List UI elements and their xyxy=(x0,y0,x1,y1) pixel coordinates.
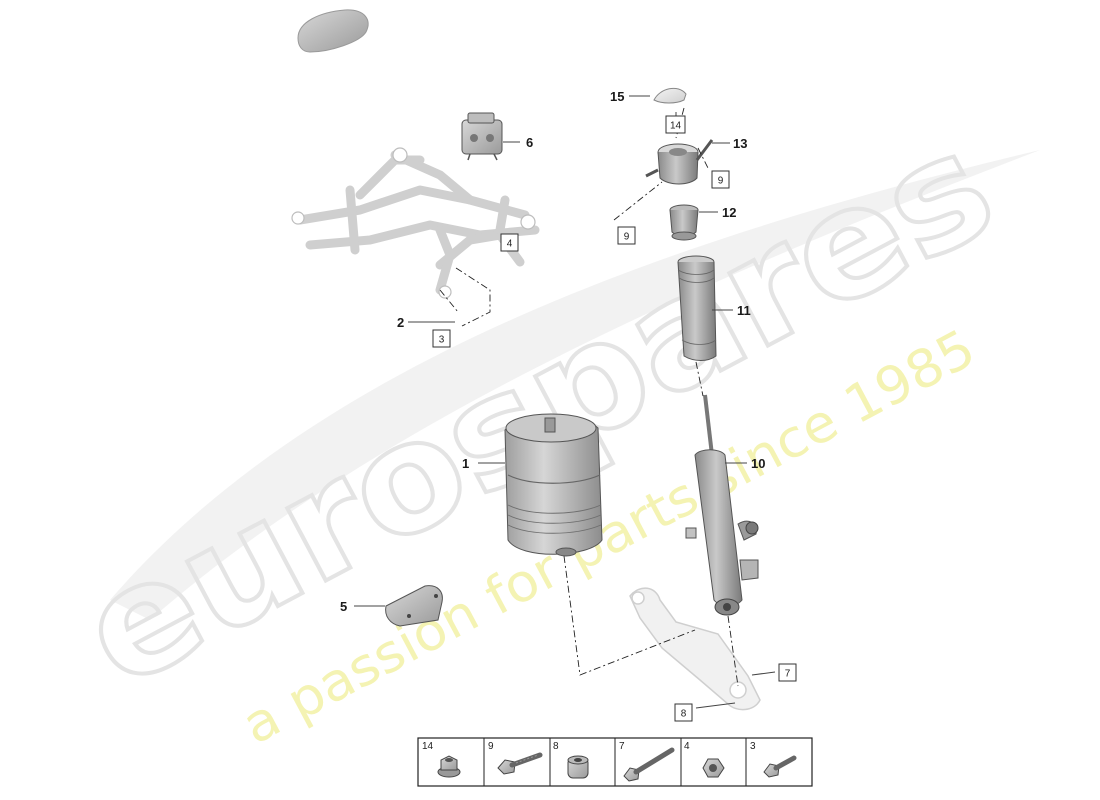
lower-control-arm xyxy=(629,587,761,711)
car-silhouette-icon xyxy=(297,9,369,53)
callout-15[interactable]: 15 xyxy=(610,89,624,104)
rear-subframe xyxy=(295,150,540,295)
part-10-shock-absorber[interactable] xyxy=(685,394,759,616)
svg-text:9: 9 xyxy=(718,176,724,187)
part-6-valve-block[interactable] xyxy=(461,112,503,161)
svg-text:8: 8 xyxy=(553,741,559,752)
leader-lines xyxy=(354,95,776,709)
callout-13[interactable]: 13 xyxy=(733,136,747,151)
ref-box-4[interactable]: 4 xyxy=(500,233,519,252)
svg-text:9: 9 xyxy=(488,741,494,752)
fastener-table: 14 9 8 7 xyxy=(417,737,813,787)
svg-text:14: 14 xyxy=(670,121,682,132)
svg-text:3: 3 xyxy=(439,335,445,346)
callout-10[interactable]: 10 xyxy=(751,456,765,471)
callout-5[interactable]: 5 xyxy=(340,599,347,614)
svg-text:8: 8 xyxy=(681,709,687,720)
svg-text:4: 4 xyxy=(684,741,690,752)
callouts: 1 2 5 6 10 11 12 13 15 xyxy=(340,89,765,614)
part-1-air-spring[interactable] xyxy=(504,413,603,557)
fastener-cell-3[interactable]: 3 xyxy=(750,741,797,778)
svg-text:9: 9 xyxy=(624,232,630,243)
ref-box-14[interactable]: 14 xyxy=(665,115,686,134)
callout-12[interactable]: 12 xyxy=(722,205,736,220)
fastener-cell-7[interactable]: 7 xyxy=(619,741,675,782)
part-12-bump-stop[interactable] xyxy=(669,204,699,241)
callout-11[interactable]: 11 xyxy=(737,303,751,318)
fastener-cell-14[interactable]: 14 xyxy=(422,741,461,778)
hex-bolt-icon xyxy=(497,752,543,775)
callout-1[interactable]: 1 xyxy=(462,456,469,471)
ref-box-9-left[interactable]: 9 xyxy=(617,226,636,245)
ref-boxes: 3 4 7 8 9 9 14 xyxy=(432,115,797,722)
assembly-lines xyxy=(439,107,739,687)
fastener-cell-8[interactable]: 8 xyxy=(553,741,589,779)
svg-text:7: 7 xyxy=(619,741,625,752)
hex-nut-icon xyxy=(702,758,725,778)
ref-box-9-right[interactable]: 9 xyxy=(711,170,730,189)
fastener-cell-9[interactable]: 9 xyxy=(488,741,543,775)
callout-6[interactable]: 6 xyxy=(526,135,533,150)
callout-2[interactable]: 2 xyxy=(397,315,404,330)
svg-text:14: 14 xyxy=(422,741,434,752)
svg-text:3: 3 xyxy=(750,741,756,752)
svg-text:4: 4 xyxy=(507,239,513,250)
ref-box-8[interactable]: 8 xyxy=(674,703,693,722)
part-15-top-cap[interactable] xyxy=(653,87,687,104)
part-13-top-mount[interactable] xyxy=(645,139,714,185)
part-11-protective-boot[interactable] xyxy=(677,255,717,361)
bushing-icon xyxy=(567,755,589,779)
part-5-cover[interactable] xyxy=(385,585,443,627)
svg-text:7: 7 xyxy=(785,669,791,680)
watermark-swoosh xyxy=(110,150,1040,620)
ref-box-7[interactable]: 7 xyxy=(778,663,797,682)
short-bolt-icon xyxy=(763,755,797,778)
long-bolt-icon xyxy=(623,747,675,782)
flange-nut-icon xyxy=(437,755,461,778)
fastener-cell-4[interactable]: 4 xyxy=(684,741,725,778)
ref-box-3[interactable]: 3 xyxy=(432,329,451,348)
